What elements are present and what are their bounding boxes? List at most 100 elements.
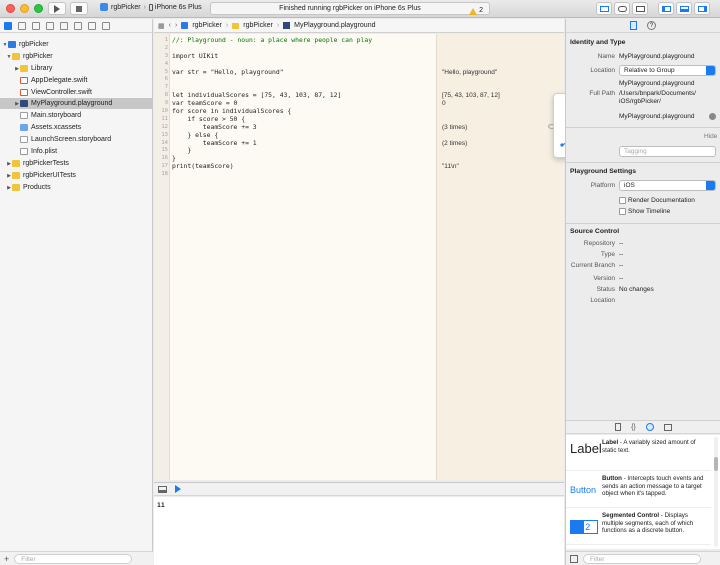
code-line[interactable]: 2 <box>165 45 434 53</box>
disclosure-open-icon[interactable]: ▼ <box>2 41 8 48</box>
toggle-utilities-button[interactable] <box>694 2 710 15</box>
playground-icon <box>20 100 28 107</box>
name-value[interactable]: MyPlayground.playground <box>619 53 695 60</box>
minimize-window-button[interactable] <box>20 4 29 13</box>
location-popup[interactable]: Relative to Group <box>619 65 716 76</box>
report-tab-icon[interactable] <box>102 21 110 30</box>
folder-tab-icon[interactable] <box>4 21 12 30</box>
grid-view-icon[interactable] <box>570 554 578 563</box>
reveal-in-finder-icon[interactable] <box>709 113 716 120</box>
line-number: 15 <box>161 147 168 154</box>
disclosure-closed-icon[interactable]: ▶ <box>7 172 11 179</box>
run-button[interactable] <box>48 2 66 15</box>
code-line[interactable]: 1//: Playground - noun: a place where pe… <box>165 36 434 45</box>
scheme-selector[interactable]: rgbPicker › iPhone 6s Plus <box>100 3 202 11</box>
close-window-button[interactable] <box>6 4 15 13</box>
symbol-tab-icon[interactable] <box>18 21 26 30</box>
tree-item-uitests[interactable]: ▶ rgbPickerUITests <box>0 170 153 181</box>
toggle-navigator-button[interactable] <box>658 2 674 15</box>
assistant-editor-button[interactable] <box>614 2 630 15</box>
add-icon[interactable]: + <box>4 553 10 564</box>
library-item[interactable]: Button Button - Intercepts touch events … <box>566 472 711 508</box>
tree-item-infoplist[interactable]: Info.plist <box>0 146 153 157</box>
object-library-icon[interactable] <box>645 423 654 431</box>
tree-item-viewcontroller[interactable]: ViewController.swift <box>0 87 153 98</box>
issue-tab-icon[interactable] <box>46 21 54 30</box>
test-tab-icon[interactable] <box>60 21 68 30</box>
render-documentation-checkbox[interactable] <box>619 197 626 204</box>
jumpbar-crumb-project[interactable]: rgbPicker <box>192 22 222 29</box>
code-line[interactable]: 15 } <box>161 147 434 155</box>
toggle-debug-area-button[interactable] <box>676 2 692 15</box>
disclosure-closed-icon[interactable]: ▶ <box>15 100 19 107</box>
debug-tab-icon[interactable] <box>74 21 82 30</box>
file-template-icon[interactable] <box>615 423 622 431</box>
show-timeline-checkbox[interactable] <box>619 208 626 215</box>
library-item[interactable]: Label Label - A variably sized amount of… <box>566 435 711 471</box>
jumpbar-crumb-file[interactable]: MyPlayground.playground <box>294 22 376 29</box>
hide-debug-area-icon[interactable] <box>158 485 167 493</box>
scrollbar-thumb[interactable] <box>714 457 718 471</box>
code-area[interactable]: 1//: Playground - noun: a place where pe… <box>161 36 434 179</box>
tree-item-tests[interactable]: ▶ rgbPickerTests <box>0 158 153 169</box>
tree-item-library[interactable]: ▶ Library <box>0 63 153 74</box>
code-snippet-icon[interactable]: {} <box>631 423 636 431</box>
tree-item-project[interactable]: ▼ rgbPicker <box>0 39 153 50</box>
on-demand-hide-button[interactable]: Hide <box>704 133 718 140</box>
code-line[interactable]: 4 <box>165 61 434 69</box>
disclosure-closed-icon[interactable]: ▶ <box>7 160 11 167</box>
code-line[interactable]: 14 teamScore += 1 <box>161 139 434 148</box>
line-number: 18 <box>161 171 168 178</box>
standard-editor-button[interactable] <box>596 2 612 15</box>
file-inspector-icon[interactable] <box>630 21 637 30</box>
quick-help-icon[interactable]: ? <box>647 21 656 30</box>
disclosure-closed-icon[interactable]: ▶ <box>15 65 19 72</box>
code-line[interactable]: 6 <box>165 76 434 84</box>
tags-input[interactable]: Tagging <box>619 146 716 157</box>
library-filter-input[interactable]: Filter <box>583 553 701 564</box>
tree-item-playground[interactable]: ▶ MyPlayground.playground <box>0 98 153 109</box>
object-library-list[interactable]: Label Label - A variably sized amount of… <box>566 435 720 549</box>
source-editor[interactable]: 1//: Playground - noun: a place where pe… <box>154 34 564 480</box>
code-text: var str = "Hello, playground" <box>172 67 284 76</box>
forward-arrow-icon[interactable]: › <box>174 22 178 29</box>
warning-indicator[interactable]: 2 <box>469 5 483 17</box>
disclosure-closed-icon[interactable]: ▶ <box>7 184 11 191</box>
back-arrow-icon[interactable]: ‹ <box>168 22 171 29</box>
breakpoint-tab-icon[interactable] <box>88 21 96 30</box>
code-line[interactable]: 12 teamScore += 3 <box>161 123 434 132</box>
code-line[interactable]: 13 } else { <box>161 131 434 140</box>
jumpbar-crumb-group[interactable]: rgbPicker <box>243 22 273 29</box>
version-editor-button[interactable] <box>632 2 648 15</box>
code-line[interactable]: 7 <box>165 84 434 92</box>
tree-item-appdelegate[interactable]: AppDelegate.swift <box>0 75 153 86</box>
platform-popup[interactable]: iOS <box>619 180 716 191</box>
disclosure-open-icon[interactable]: ▼ <box>6 53 12 60</box>
related-items-icon[interactable]: ▦ <box>158 22 165 30</box>
media-library-icon[interactable] <box>663 423 672 431</box>
data-point[interactable] <box>560 143 564 147</box>
tree-item-launchscreen[interactable]: LaunchScreen.storyboard <box>0 134 153 145</box>
code-line[interactable]: 11 if score > 50 { <box>161 115 434 124</box>
stop-button[interactable] <box>70 2 88 15</box>
search-tab-icon[interactable] <box>32 21 40 30</box>
library-item[interactable]: 1 2 Segmented Control - Displays multipl… <box>566 509 711 545</box>
run-playground-button[interactable] <box>175 485 181 493</box>
section-divider <box>566 127 720 128</box>
tree-item-products[interactable]: ▶ Products <box>0 182 153 193</box>
code-line[interactable]: 18 <box>161 171 434 179</box>
tree-item-assets[interactable]: Assets.xcassets <box>0 122 153 133</box>
navigator-filter-input[interactable]: Filter <box>14 553 133 564</box>
code-line[interactable]: 16} <box>161 154 434 163</box>
tree-item-main-storyboard[interactable]: Main.storyboard <box>0 110 153 121</box>
library-scrollbar[interactable] <box>714 437 718 547</box>
zoom-window-button[interactable] <box>34 4 43 13</box>
tree-item-group[interactable]: ▼ rgbPicker <box>0 51 153 62</box>
console-area[interactable]: 11 <box>154 497 564 565</box>
